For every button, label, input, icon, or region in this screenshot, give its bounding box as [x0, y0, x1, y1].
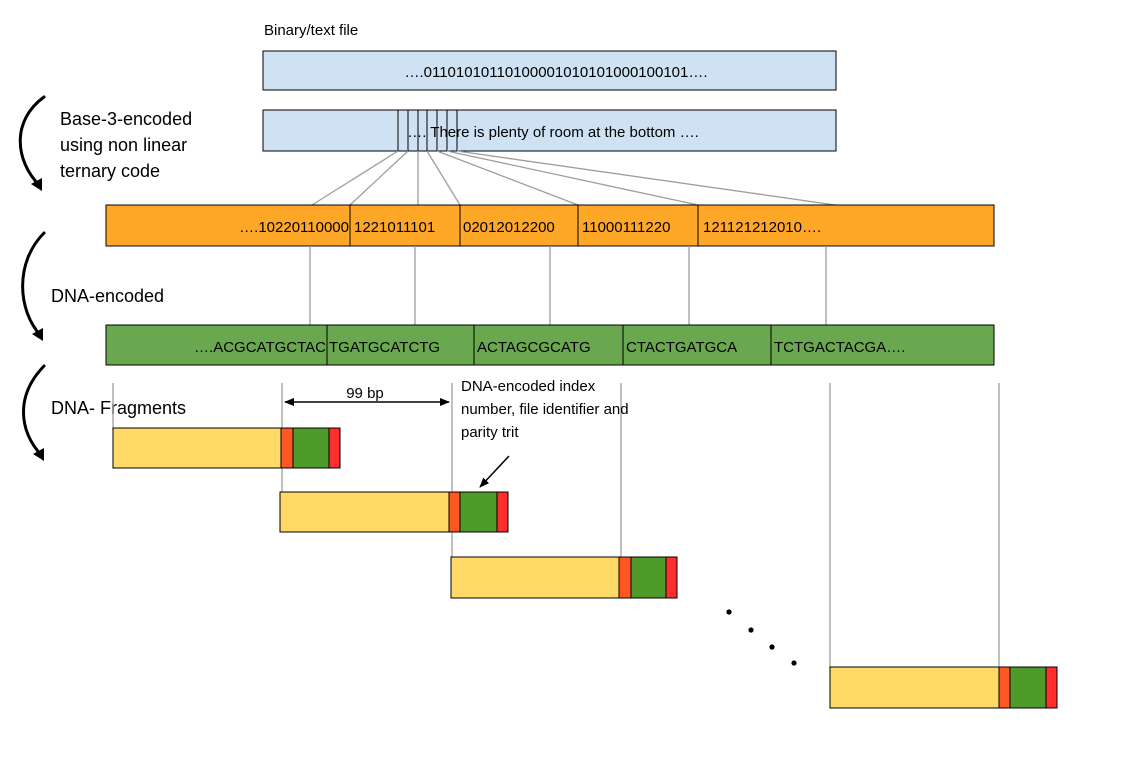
ternary-bar	[105, 204, 995, 247]
fragment-4	[829, 666, 1058, 709]
fragment-1	[112, 427, 341, 469]
fragment-index	[459, 491, 498, 533]
base3-bracket-arrow	[18, 95, 46, 188]
dna-bar	[105, 324, 995, 366]
fragment-index	[292, 427, 330, 469]
dna-bracket-arrow	[21, 231, 46, 338]
continuation-dots	[726, 609, 797, 666]
ternary-segment-2: 1221011101	[354, 219, 435, 236]
fragments-arrowhead	[33, 448, 44, 461]
dna-segment-4: CTACTGATGCA	[626, 339, 737, 356]
fragment-2	[279, 491, 509, 533]
ternary-text: …. There is plenty of room at the bottom…	[407, 124, 699, 141]
fragment-index	[1009, 666, 1047, 709]
fragment-body	[829, 666, 1000, 709]
ternary-segment-4: 11000111220	[582, 219, 670, 236]
fragment-body	[450, 556, 620, 599]
binary-sequence: ….01101010110100001010101000100101….	[404, 64, 707, 81]
dna-segment-5: TCTGACTACGA….	[774, 339, 905, 356]
fragments-label: DNA- Fragments	[51, 398, 186, 418]
index-note-line3: parity trit	[461, 424, 519, 441]
fragment-parity	[496, 491, 509, 533]
ternary-segment-1: ….10220110000	[239, 219, 349, 236]
fragment-marker	[280, 427, 294, 469]
base3-label-line1: Base-3-encoded	[60, 109, 192, 129]
ternary-segment-5: 121121212010….	[703, 219, 821, 236]
dna-segment-3: ACTAGCGCATG	[477, 339, 591, 356]
fragment-marker	[998, 666, 1011, 709]
fragment-marker	[448, 491, 461, 533]
fragment-body	[279, 491, 450, 533]
fragment-body	[112, 427, 282, 469]
index-note-line1: DNA-encoded index	[461, 378, 596, 395]
fragment-length-label: 99 bp	[346, 385, 384, 402]
ternary-segment-3: 02012012200	[463, 219, 555, 236]
base3-arrowhead	[31, 178, 42, 191]
ternary-dividers	[349, 205, 699, 246]
fragment-parity	[665, 556, 678, 599]
fragment-guides	[112, 383, 1000, 668]
base3-label: Base-3-encoded using non linear ternary …	[60, 109, 192, 181]
source-label: Binary/text file	[264, 22, 358, 39]
dna-dividers	[326, 325, 772, 365]
base3-label-line2: using non linear	[60, 135, 187, 155]
ternary-text-box	[262, 109, 837, 152]
fragment-3	[450, 556, 678, 599]
fragment-parity	[1045, 666, 1058, 709]
fragment-marker	[618, 556, 632, 599]
dna-segment-2: TGATGCATCTG	[329, 339, 440, 356]
dna-arrowhead	[32, 328, 43, 341]
index-note-line2: number, file identifier and	[461, 401, 629, 418]
fragment-index	[630, 556, 667, 599]
character-connectors	[311, 150, 836, 206]
ternary-to-dna-connectors	[309, 246, 827, 325]
dna-label: DNA-encoded	[51, 286, 164, 306]
fragment-parity	[328, 427, 341, 469]
dna-segment-1: ….ACGCATGCTAC	[194, 339, 326, 356]
fragments-bracket-arrow	[22, 364, 46, 458]
index-note-arrow	[479, 455, 510, 488]
base3-label-line3: ternary code	[60, 161, 160, 181]
binary-file-box	[262, 50, 837, 91]
character-dividers	[397, 110, 458, 151]
